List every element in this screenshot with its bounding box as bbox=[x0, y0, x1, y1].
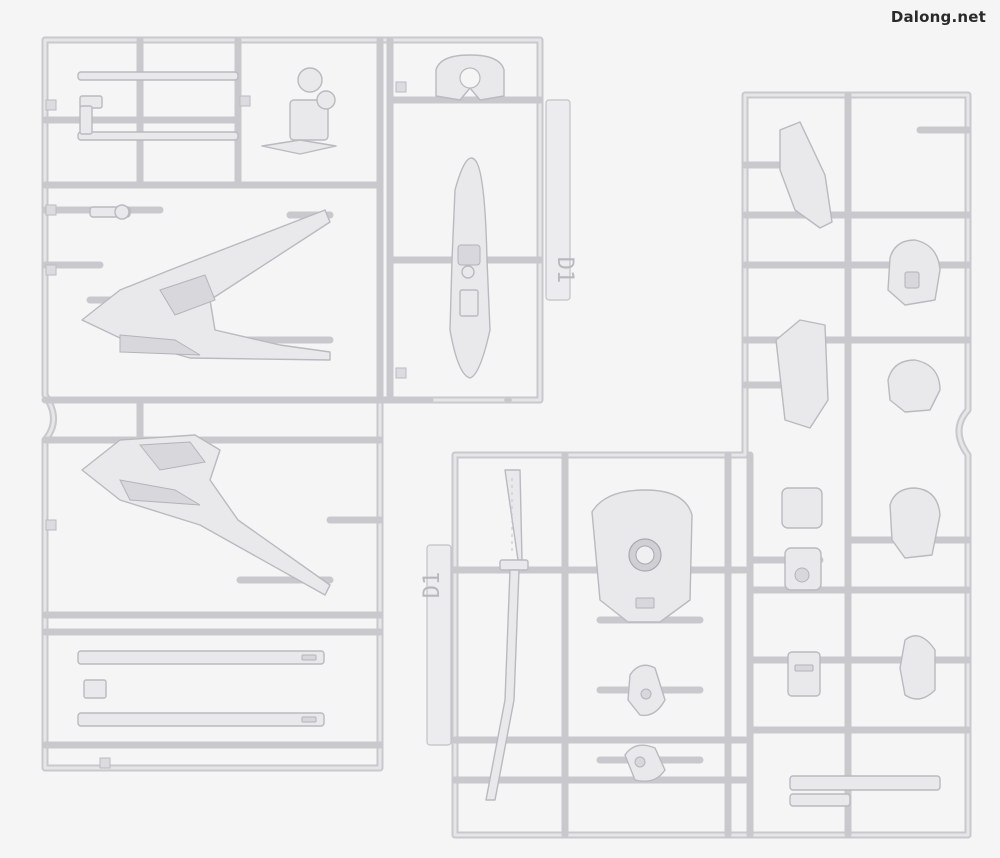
sword-part bbox=[485, 469, 529, 801]
bracket-parts bbox=[261, 67, 337, 155]
small-bar-parts bbox=[77, 71, 239, 220]
torso-part bbox=[591, 489, 693, 623]
left-sprue-frame bbox=[41, 36, 544, 772]
runner-tag-left: D1 bbox=[545, 99, 577, 301]
runner-tag-right: D1 bbox=[420, 544, 452, 746]
armor-plates-right bbox=[775, 121, 941, 700]
head-fin-part bbox=[435, 54, 505, 379]
upper-wing-blade bbox=[81, 209, 331, 361]
right-sprue-frame bbox=[451, 91, 972, 839]
runner-label-top: D1 bbox=[552, 257, 577, 284]
gates-left bbox=[45, 81, 407, 769]
lower-wing-blade bbox=[81, 434, 331, 596]
runner-label-bottom: D1 bbox=[420, 572, 445, 599]
small-block-parts bbox=[781, 487, 823, 697]
joint-parts bbox=[624, 664, 666, 782]
loose-tiny-piece bbox=[504, 398, 512, 402]
bottom-bar-part bbox=[789, 775, 941, 807]
long-bar-parts bbox=[77, 650, 325, 727]
watermark-text: Dalong.net bbox=[890, 8, 986, 26]
